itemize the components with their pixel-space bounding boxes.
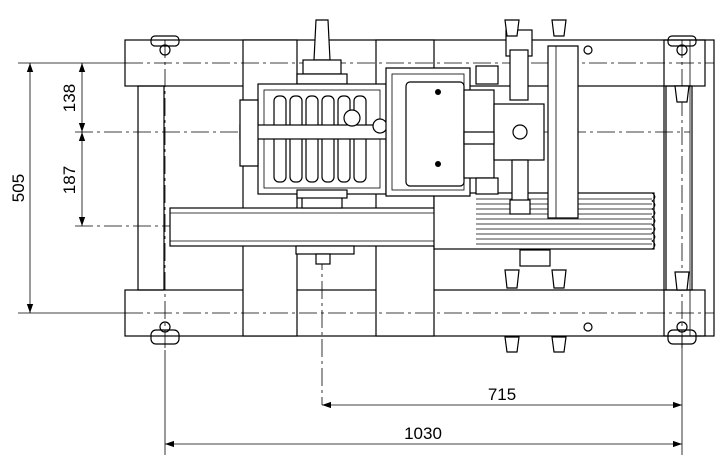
right-supports — [505, 29, 579, 267]
dim-label-715: 715 — [488, 385, 516, 404]
motor-body — [169, 192, 656, 265]
terminal-knob-icon — [512, 124, 528, 140]
wheel-icon — [674, 271, 690, 291]
dim-label-1030: 1030 — [404, 424, 442, 443]
hole-icon — [583, 322, 593, 332]
frame-end-cover — [663, 39, 715, 337]
wheel-icon — [551, 336, 567, 353]
wheel-icon — [551, 269, 567, 289]
wheels — [504, 19, 690, 353]
wheel-icon — [551, 19, 567, 37]
dim-label-505: 505 — [9, 174, 28, 202]
hole-icon — [583, 45, 593, 55]
wheel-icon — [504, 269, 520, 289]
wheel-icon — [674, 85, 690, 103]
motor-housing — [169, 207, 479, 247]
pump-inlet-nozzle — [313, 19, 331, 61]
dimension-lines — [18, 62, 683, 455]
clamp-bottom — [519, 249, 551, 267]
dimension-labels: 138 187 505 715 1030 — [9, 84, 516, 443]
motor-cooling-fins — [433, 192, 656, 250]
frame-left-member — [137, 85, 165, 291]
dim-label-187: 187 — [60, 166, 79, 194]
coupling — [295, 245, 355, 255]
wheel-icon — [504, 336, 520, 353]
valve-knob-icon — [343, 109, 361, 127]
end-plate — [547, 45, 579, 219]
dim-label-138: 138 — [60, 84, 79, 112]
frame-right-member — [665, 85, 693, 291]
pump-assembly — [239, 19, 411, 199]
wheel-icon — [504, 19, 520, 37]
coupling-nut — [315, 253, 331, 265]
drive-housing — [385, 65, 545, 197]
